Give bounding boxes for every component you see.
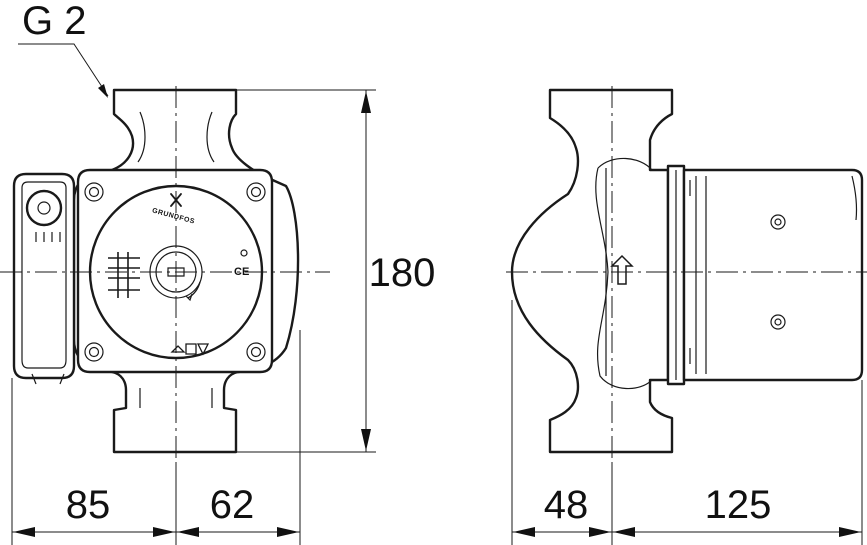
flow-direction-arrow-icon — [610, 254, 634, 285]
stator-screw-top — [770, 214, 786, 230]
height-arrow-top — [361, 91, 371, 113]
terminal-box — [12, 172, 76, 380]
front-right-width-label: 62 — [210, 483, 255, 527]
bolt-top-left — [84, 182, 104, 202]
side-left-width-label: 48 — [544, 483, 589, 527]
vent-screw — [167, 267, 185, 277]
thread-leader-arrow — [98, 84, 108, 98]
thread-leader-line — [18, 43, 109, 97]
front-motor-plate — [76, 168, 274, 374]
speed-selector-icon — [108, 252, 201, 302]
front-view: GRUNDFOS CE — [0, 86, 330, 462]
side-view — [506, 86, 867, 462]
bolt-bottom-left — [84, 342, 104, 362]
indicator-light — [240, 249, 248, 257]
bolt-top-right — [246, 182, 266, 202]
dimensions: G 2 180 85 62 48 125 — [11, 0, 863, 545]
height-arrow-bottom — [361, 429, 371, 451]
mode-symbols-icon — [170, 343, 210, 356]
motor-stator — [682, 168, 864, 382]
ce-mark: CE — [234, 266, 249, 278]
side-right-width-label: 125 — [705, 483, 772, 527]
front-left-width-label: 85 — [66, 483, 111, 527]
side-inner-contour — [595, 157, 653, 390]
front-lower-neck — [139, 388, 213, 408]
height-label: 180 — [369, 251, 436, 295]
stator-screw-bottom — [770, 314, 786, 330]
front-upper-neck — [137, 111, 215, 163]
thread-label: G 2 — [22, 0, 86, 43]
cable-entry-icon — [25, 189, 63, 227]
side-housing-outline — [510, 88, 674, 454]
bolt-bottom-right — [246, 342, 266, 362]
